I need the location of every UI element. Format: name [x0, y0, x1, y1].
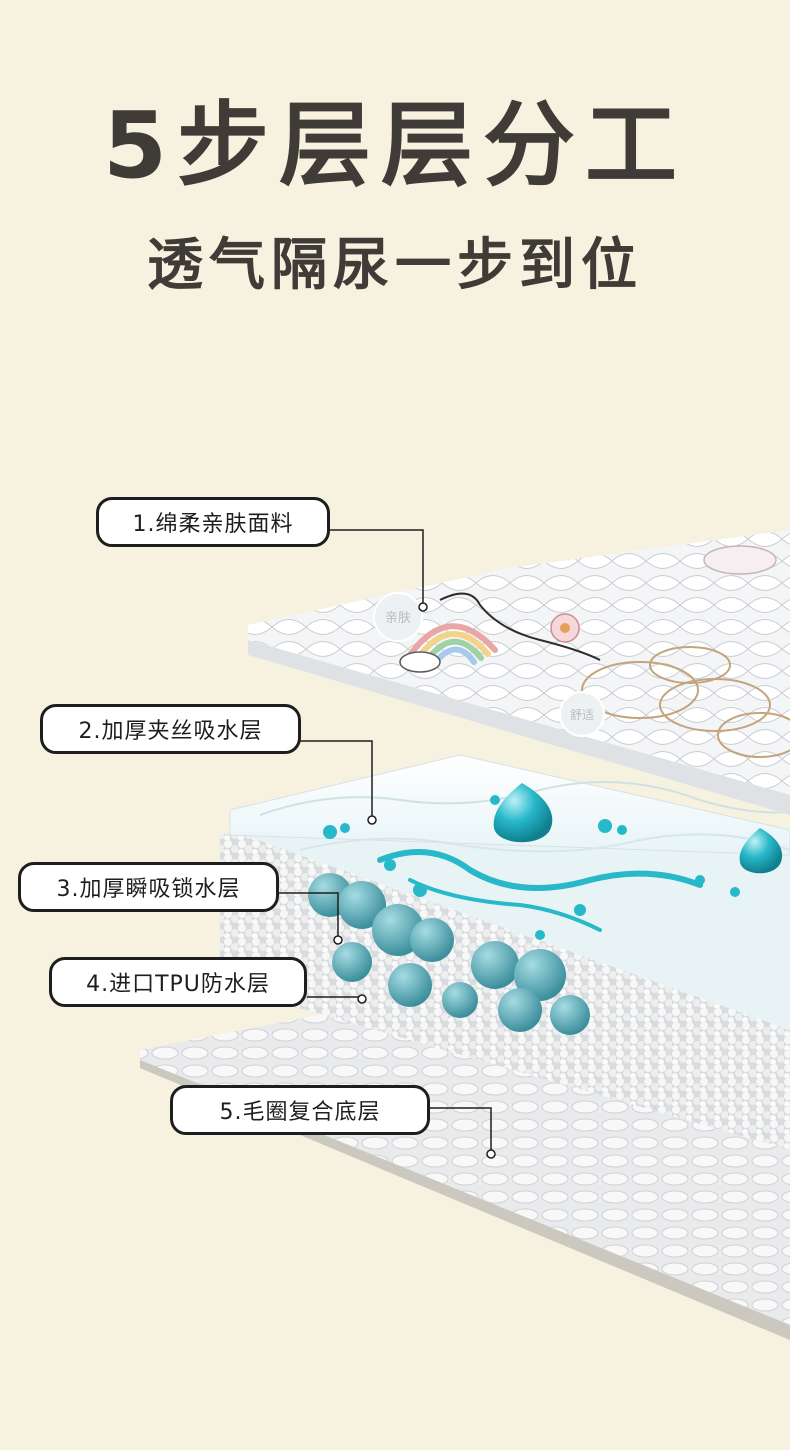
- callout-label: 2.加厚夹丝吸水层: [79, 713, 263, 745]
- callout-label: 4.进口TPU防水层: [86, 966, 270, 998]
- cloud-icon: [400, 652, 440, 672]
- callout-label: 5.毛圈复合底层: [220, 1094, 381, 1126]
- callout-layer-5: 5.毛圈复合底层: [170, 1085, 430, 1135]
- cloud-icon: [704, 546, 776, 574]
- callout-layer-2: 2.加厚夹丝吸水层: [40, 704, 301, 754]
- callout-layer-4: 4.进口TPU防水层: [49, 957, 307, 1007]
- embossed-mark: 亲肤: [385, 611, 411, 626]
- leader-dot-3: [334, 936, 342, 944]
- flower-icon: [551, 614, 579, 642]
- callout-layer-3: 3.加厚瞬吸锁水层: [18, 862, 279, 912]
- leader-dot-5: [487, 1150, 495, 1158]
- embossed-mark: 舒适: [570, 708, 594, 722]
- leader-dot-4: [358, 995, 366, 1003]
- leader-dot-1: [419, 603, 427, 611]
- callout-label: 3.加厚瞬吸锁水层: [57, 871, 241, 903]
- leader-dot-2: [368, 816, 376, 824]
- callout-layer-1: 1.绵柔亲肤面料: [96, 497, 330, 547]
- callout-label: 1.绵柔亲肤面料: [133, 506, 294, 538]
